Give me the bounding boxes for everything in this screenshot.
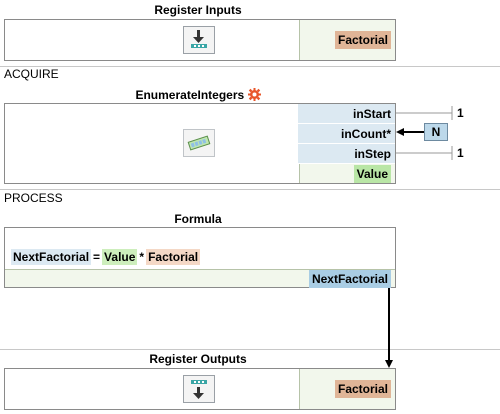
separator <box>0 189 500 190</box>
enumerate-integers-title: EnumerateIntegers <box>0 88 396 104</box>
factorial-input-tag[interactable]: Factorial <box>334 380 391 398</box>
factorial-output-tag[interactable]: Factorial <box>334 31 391 49</box>
in-start-const[interactable]: 1 <box>457 106 464 120</box>
gear-icon[interactable] <box>247 88 261 104</box>
next-factorial-arrowhead <box>385 360 393 368</box>
in-start-connector <box>396 106 453 120</box>
value-output-tag[interactable]: Value <box>353 165 391 183</box>
formula-lhs: NextFactorial <box>11 249 92 265</box>
separator <box>0 66 500 67</box>
in-step-connector <box>396 146 453 160</box>
formula-block[interactable]: NextFactorial=Value*Factorial NextFactor… <box>4 227 396 288</box>
register-outputs-title: Register Outputs <box>149 352 247 366</box>
port-in-count[interactable]: inCount* <box>298 124 395 144</box>
separator <box>0 349 500 350</box>
port-in-start[interactable]: inStart <box>298 104 395 124</box>
formula-output-panel <box>5 269 395 287</box>
count-arrowhead <box>396 128 404 136</box>
in-step-const[interactable]: 1 <box>457 146 464 160</box>
next-factorial-output-tag[interactable]: NextFactorial <box>308 270 391 288</box>
register-outputs-block[interactable]: Factorial <box>4 368 396 410</box>
formula-factorial: Factorial <box>146 249 201 265</box>
formula-title: Formula <box>174 212 222 226</box>
register-inputs-title: Register Inputs <box>154 3 242 17</box>
register-inputs-block[interactable]: Factorial <box>4 19 396 61</box>
enumerate-integers-label: EnumerateIntegers <box>135 88 245 102</box>
acquire-section-label: ACQUIRE <box>4 67 59 81</box>
process-section-label: PROCESS <box>4 191 63 205</box>
formula-value: Value <box>102 249 138 265</box>
enumerate-integers-icon <box>183 129 215 157</box>
download-arrow-icon <box>183 26 215 54</box>
formula-equals: = <box>93 250 101 264</box>
port-in-step[interactable]: inStep <box>298 144 395 164</box>
upload-arrow-icon <box>183 375 215 403</box>
enumerate-integers-block[interactable]: inStart inCount* inStep Value <box>4 103 396 184</box>
formula-multiply: * <box>139 250 145 264</box>
count-variable-n[interactable]: N <box>424 123 448 141</box>
formula-expression[interactable]: NextFactorial=Value*Factorial <box>11 247 201 267</box>
